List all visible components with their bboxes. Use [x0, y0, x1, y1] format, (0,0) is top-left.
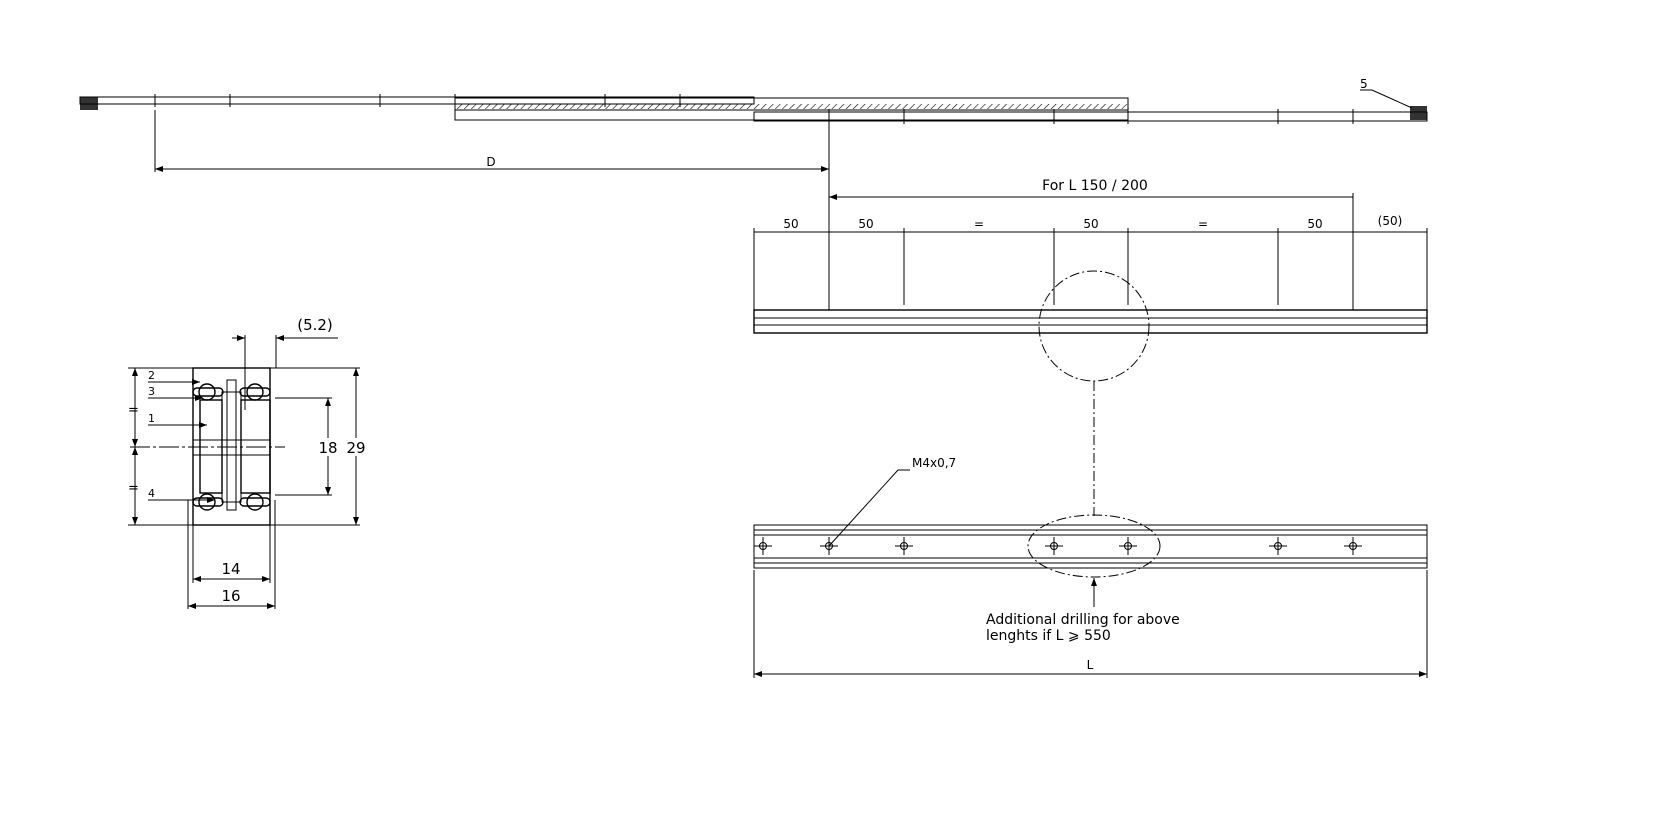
spacing-1: 50	[783, 217, 798, 231]
equal-top: =	[128, 403, 139, 418]
item-3-label: 3	[148, 385, 155, 398]
dimension-inner-height: 18	[318, 439, 337, 457]
middle-view: For L 150 / 200 50 50 = 50 = 50 (50)	[753, 178, 1428, 516]
equal-bottom: =	[128, 481, 139, 496]
thread-leader	[828, 469, 910, 547]
hole-symbol	[1119, 537, 1137, 555]
item-2-label: 2	[148, 369, 155, 382]
middle-profile	[226, 379, 237, 511]
dimension-inner-width: 14	[221, 560, 240, 578]
balls	[192, 383, 271, 511]
end-stop-left	[80, 97, 98, 110]
note-line-2: lenghts if L ⩾ 550	[986, 628, 1111, 644]
spacing-dimension-lines	[753, 228, 1428, 310]
top-view: D 5	[79, 77, 1428, 310]
hole-symbol	[1045, 537, 1063, 555]
spacing-2: 50	[858, 217, 873, 231]
hole-symbol	[754, 537, 772, 555]
dimension-height: 29	[346, 439, 365, 457]
additional-drilling-ellipse	[1027, 514, 1161, 578]
item-4-label: 4	[148, 487, 155, 500]
spacing-6: 50	[1307, 217, 1322, 231]
dimension-offset: (5.2)	[297, 316, 333, 334]
hole-marks-top	[154, 94, 1354, 124]
spacing-5: =	[1198, 217, 1208, 231]
note-line-1: Additional drilling for above	[986, 612, 1180, 628]
thread-label: M4x0,7	[912, 456, 956, 470]
spacing-4: 50	[1083, 217, 1098, 231]
rail-top-view	[753, 524, 1428, 569]
dimension-d-label: D	[486, 155, 495, 169]
end-stop-right	[1410, 106, 1427, 120]
cross-section: = = 2 3 1 4 (5.2) 18 29 14 16	[128, 316, 368, 609]
bottom-view: M4x0,7 Additional drilling for above len…	[753, 456, 1428, 678]
dimension-l-label: L	[1087, 658, 1094, 672]
item-5-leader	[1360, 89, 1413, 109]
spacing-3: =	[974, 217, 984, 231]
mounting-holes	[754, 537, 1362, 555]
hole-symbol	[895, 537, 913, 555]
spacing-7: (50)	[1378, 214, 1403, 228]
rail-side	[753, 309, 1428, 334]
range-label: For L 150 / 200	[1042, 178, 1148, 194]
hole-symbol	[1344, 537, 1362, 555]
item-1-label: 1	[148, 412, 155, 425]
hole-symbol	[1269, 537, 1287, 555]
dimension-width: 16	[221, 587, 240, 605]
detail-circle	[1038, 270, 1150, 382]
item-5-label: 5	[1360, 77, 1368, 91]
